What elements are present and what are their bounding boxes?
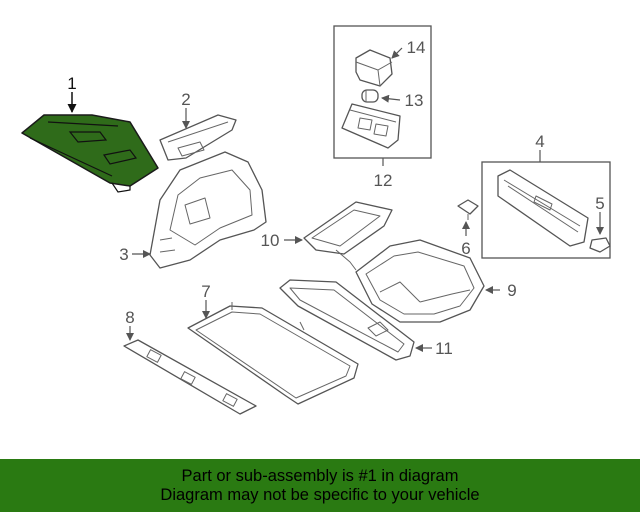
part-11-long-tray[interactable] [279, 279, 415, 361]
callout-7: 7 [201, 282, 210, 301]
parts-diagram: 1 2 3 12 14 13 4 [21, 25, 611, 415]
footer-line-1: Part or sub-assembly is #1 in diagram [181, 466, 459, 485]
callout-14: 14 [407, 38, 426, 57]
part-9-storage-bin[interactable] [355, 239, 485, 323]
callout-10: 10 [261, 231, 280, 250]
callout-1: 1 [67, 74, 76, 93]
footer-line-2: Diagram may not be specific to your vehi… [160, 485, 480, 504]
part-13-bulb[interactable] [361, 89, 379, 103]
callout-4: 4 [535, 132, 544, 151]
part-1-package-tray[interactable] [21, 114, 159, 193]
part-4-scuff-plate[interactable] [497, 169, 589, 247]
part-3-quarter-trim-panel[interactable] [149, 151, 267, 269]
callout-9: 9 [507, 281, 516, 300]
part-7-floor-mat[interactable] [187, 302, 359, 405]
callout-12: 12 [374, 171, 393, 190]
callout-5: 5 [595, 194, 604, 213]
leader-13 [381, 94, 401, 103]
part-2-trim-bracket[interactable] [159, 114, 237, 161]
callout-11: 11 [435, 339, 453, 358]
callout-2: 2 [181, 90, 190, 109]
part-12-lamp-housing[interactable] [341, 103, 401, 149]
callout-8: 8 [125, 308, 134, 327]
part-14-cover[interactable] [355, 49, 393, 87]
part-10-small-tray[interactable] [303, 201, 393, 271]
callout-box-4 [481, 161, 611, 259]
part-8-sill-strip[interactable] [123, 339, 257, 415]
part-6-push-pin[interactable] [457, 199, 479, 220]
leader-14 [391, 47, 403, 59]
callout-13: 13 [405, 91, 424, 110]
footer-banner: Part or sub-assembly is #1 in diagram Di… [0, 459, 640, 512]
part-5-clip[interactable] [589, 237, 611, 253]
callout-6: 6 [461, 239, 470, 258]
callout-3: 3 [119, 245, 128, 264]
